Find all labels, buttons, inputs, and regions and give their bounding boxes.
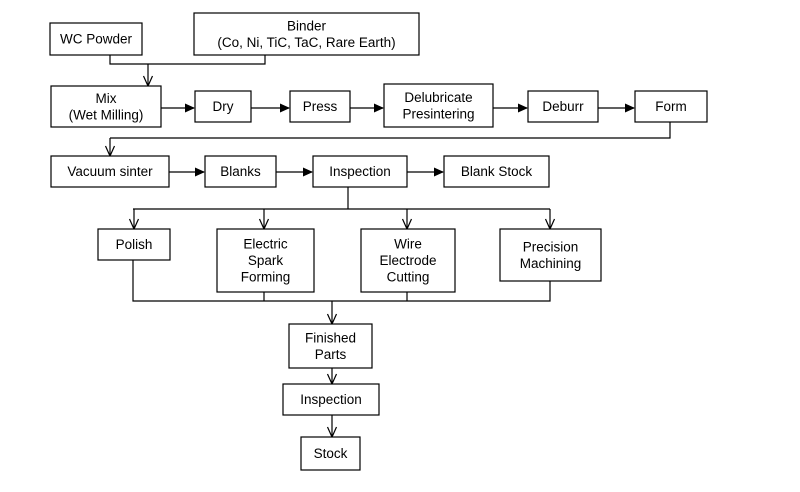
step-box: [289, 90, 351, 123]
step-box: [49, 22, 143, 56]
arrowhead-right: [374, 103, 384, 113]
step-label: (Co, Ni, TiC, TaC, Rare Earth): [217, 35, 395, 50]
step-label: Parts: [315, 347, 347, 362]
step-box: [300, 436, 361, 471]
step-label: Polish: [116, 237, 153, 252]
step-box: [443, 155, 550, 188]
connector-inputs: [109, 55, 266, 65]
step-box: [312, 155, 408, 188]
step-label: Delubricate: [404, 90, 472, 105]
process-steps: WC Powder Binder (Co, Ni, TiC, TaC, Rare E…: [49, 12, 708, 471]
step-label: Dry: [213, 99, 234, 114]
connector-return: [110, 122, 671, 139]
step-label: Blanks: [220, 164, 261, 179]
arrowhead-right: [518, 103, 528, 113]
step-box: [194, 90, 252, 123]
step-binder: Binder (Co, Ni, TiC, TaC, Rare Earth): [193, 12, 420, 56]
step-box: [288, 323, 373, 369]
step-label: Vacuum sinter: [67, 164, 153, 179]
step-label: Stock: [314, 446, 348, 461]
step-box: [204, 155, 277, 188]
step-label: Precision: [523, 239, 579, 254]
step-box: [50, 85, 162, 128]
step-dry: Dry: [194, 90, 252, 123]
step-label: Presintering: [402, 106, 474, 121]
arrowhead-right: [303, 167, 313, 177]
step-label: Finished: [305, 330, 356, 345]
step-label: Mix: [96, 91, 117, 106]
step-blank-stock: Blank Stock: [443, 155, 550, 188]
connector-merge-bus: [132, 260, 551, 302]
step-inspection1: Inspection: [312, 155, 408, 188]
step-mix: Mix(Wet Milling): [50, 85, 162, 128]
step-label: Electrode: [379, 253, 436, 268]
step-box: [282, 383, 380, 416]
step-box: [50, 155, 170, 188]
step-press: Press: [289, 90, 351, 123]
step-label: Forming: [241, 270, 291, 285]
connectors: [104, 55, 671, 439]
step-box: [193, 12, 420, 56]
step-label: Cutting: [387, 270, 430, 285]
step-box: [97, 228, 171, 261]
step-inspection2: Inspection: [282, 383, 380, 416]
step-label: Spark: [248, 253, 284, 268]
step-box: [360, 228, 456, 293]
step-box: [634, 90, 708, 123]
step-box: [499, 228, 602, 282]
step-stock: Stock: [300, 436, 361, 471]
step-label: Inspection: [329, 164, 391, 179]
step-label: Wire: [394, 237, 422, 252]
step-box: [383, 83, 494, 128]
step-wc-powder: WC Powder: [49, 22, 143, 56]
step-blanks: Blanks: [204, 155, 277, 188]
step-polish: Polish: [97, 228, 171, 261]
step-label: Machining: [520, 256, 582, 271]
step-label: Deburr: [542, 99, 584, 114]
step-label: Inspection: [300, 392, 362, 407]
arrowhead-right: [625, 103, 635, 113]
step-label: Press: [303, 99, 338, 114]
step-deburr: Deburr: [527, 90, 599, 123]
arrowhead-right: [434, 167, 444, 177]
step-box: [216, 228, 315, 293]
step-label: WC Powder: [60, 32, 133, 47]
arrowhead-right: [280, 103, 290, 113]
arrowhead-right: [185, 103, 195, 113]
step-label: (Wet Milling): [69, 107, 144, 122]
arrowhead-right: [195, 167, 205, 177]
step-vacuum-sinter: Vacuum sinter: [50, 155, 170, 188]
step-box: [527, 90, 599, 123]
step-label: Electric: [243, 237, 288, 252]
step-form: Form: [634, 90, 708, 123]
step-label: Binder: [287, 18, 327, 33]
step-label: Form: [655, 99, 687, 114]
step-label: Blank Stock: [461, 164, 533, 179]
